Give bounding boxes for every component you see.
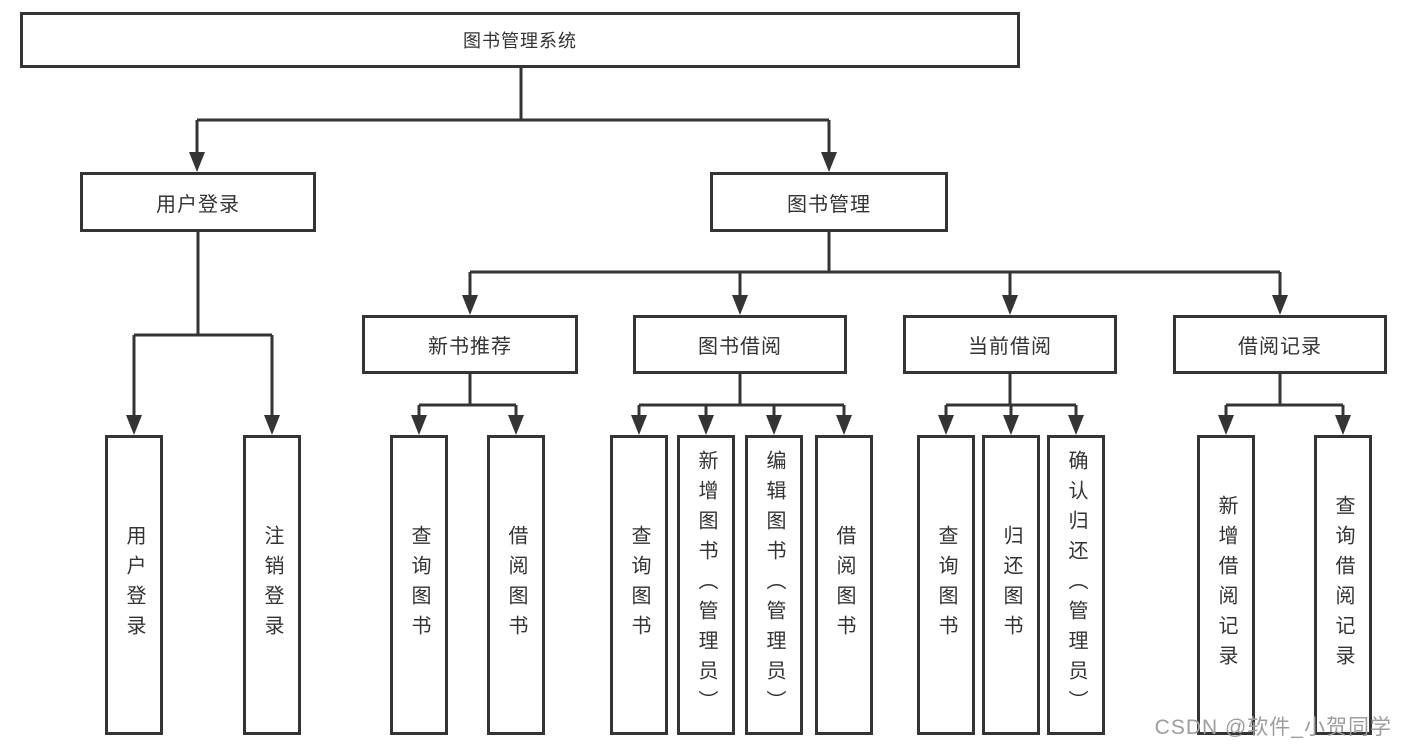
node-user-login: 用户登录 xyxy=(80,172,316,232)
node-current-borrowing: 当前借阅 xyxy=(903,315,1117,374)
arrow-down-icon xyxy=(126,415,142,435)
leaf-label: 查询图书 xyxy=(935,525,957,645)
arrow-down-icon xyxy=(821,152,837,172)
leaf-label: 查询借阅记录 xyxy=(1332,495,1354,675)
leaf-user-login: 用户登录 xyxy=(105,435,163,735)
leaf-return-books: 归还图书 xyxy=(982,435,1040,735)
arrow-down-icon xyxy=(732,295,748,315)
arrow-down-icon xyxy=(766,415,782,435)
leaf-label: 归还图书 xyxy=(1000,525,1022,645)
leaf-query-books-recommend: 查询图书 xyxy=(390,435,448,735)
arrow-down-icon xyxy=(1002,295,1018,315)
leaf-query-books-current: 查询图书 xyxy=(917,435,975,735)
arrow-down-icon xyxy=(1218,415,1234,435)
arrow-down-icon xyxy=(1068,415,1084,435)
leaf-borrow-books-borrowing: 借阅图书 xyxy=(815,435,873,735)
arrow-down-icon xyxy=(189,152,205,172)
leaf-label: 新增图书（管理员） xyxy=(695,450,717,720)
arrow-down-icon xyxy=(411,415,427,435)
node-library-management-system: 图书管理系统 xyxy=(20,12,1020,68)
leaf-label: 借阅图书 xyxy=(505,525,527,645)
arrow-down-icon xyxy=(698,415,714,435)
leaf-label: 注销登录 xyxy=(261,525,283,645)
arrow-down-icon xyxy=(462,295,478,315)
arrow-down-icon xyxy=(1335,415,1351,435)
arrow-down-icon xyxy=(836,415,852,435)
leaf-query-borrow-record: 查询借阅记录 xyxy=(1314,435,1372,735)
node-book-borrowing: 图书借阅 xyxy=(633,315,847,374)
leaf-borrow-books-recommend: 借阅图书 xyxy=(487,435,545,735)
watermark: CSDN @软件_小贺同学 xyxy=(1154,716,1392,739)
arrow-down-icon xyxy=(938,415,954,435)
leaf-label: 编辑图书（管理员） xyxy=(763,450,785,720)
leaf-logout: 注销登录 xyxy=(243,435,301,735)
leaf-label: 查询图书 xyxy=(408,525,430,645)
leaf-label: 确认归还（管理员） xyxy=(1065,450,1087,720)
leaf-query-books-borrowing: 查询图书 xyxy=(610,435,668,735)
arrow-down-icon xyxy=(508,415,524,435)
leaf-edit-books-admin: 编辑图书（管理员） xyxy=(745,435,803,735)
leaf-add-books-admin: 新增图书（管理员） xyxy=(677,435,735,735)
node-new-book-recommend: 新书推荐 xyxy=(362,315,578,374)
node-book-management: 图书管理 xyxy=(710,172,948,232)
leaf-label: 用户登录 xyxy=(123,525,145,645)
arrow-down-icon xyxy=(264,415,280,435)
leaf-label: 新增借阅记录 xyxy=(1215,495,1237,675)
leaf-label: 查询图书 xyxy=(628,525,650,645)
arrow-down-icon xyxy=(1272,295,1288,315)
arrowheads xyxy=(126,152,1351,435)
leaf-add-borrow-record: 新增借阅记录 xyxy=(1197,435,1255,735)
tree-edges xyxy=(132,68,1345,417)
leaf-confirm-return-admin: 确认归还（管理员） xyxy=(1047,435,1105,735)
leaf-label: 借阅图书 xyxy=(833,525,855,645)
arrow-down-icon xyxy=(631,415,647,435)
node-borrow-records: 借阅记录 xyxy=(1173,315,1387,374)
arrow-down-icon xyxy=(1003,415,1019,435)
